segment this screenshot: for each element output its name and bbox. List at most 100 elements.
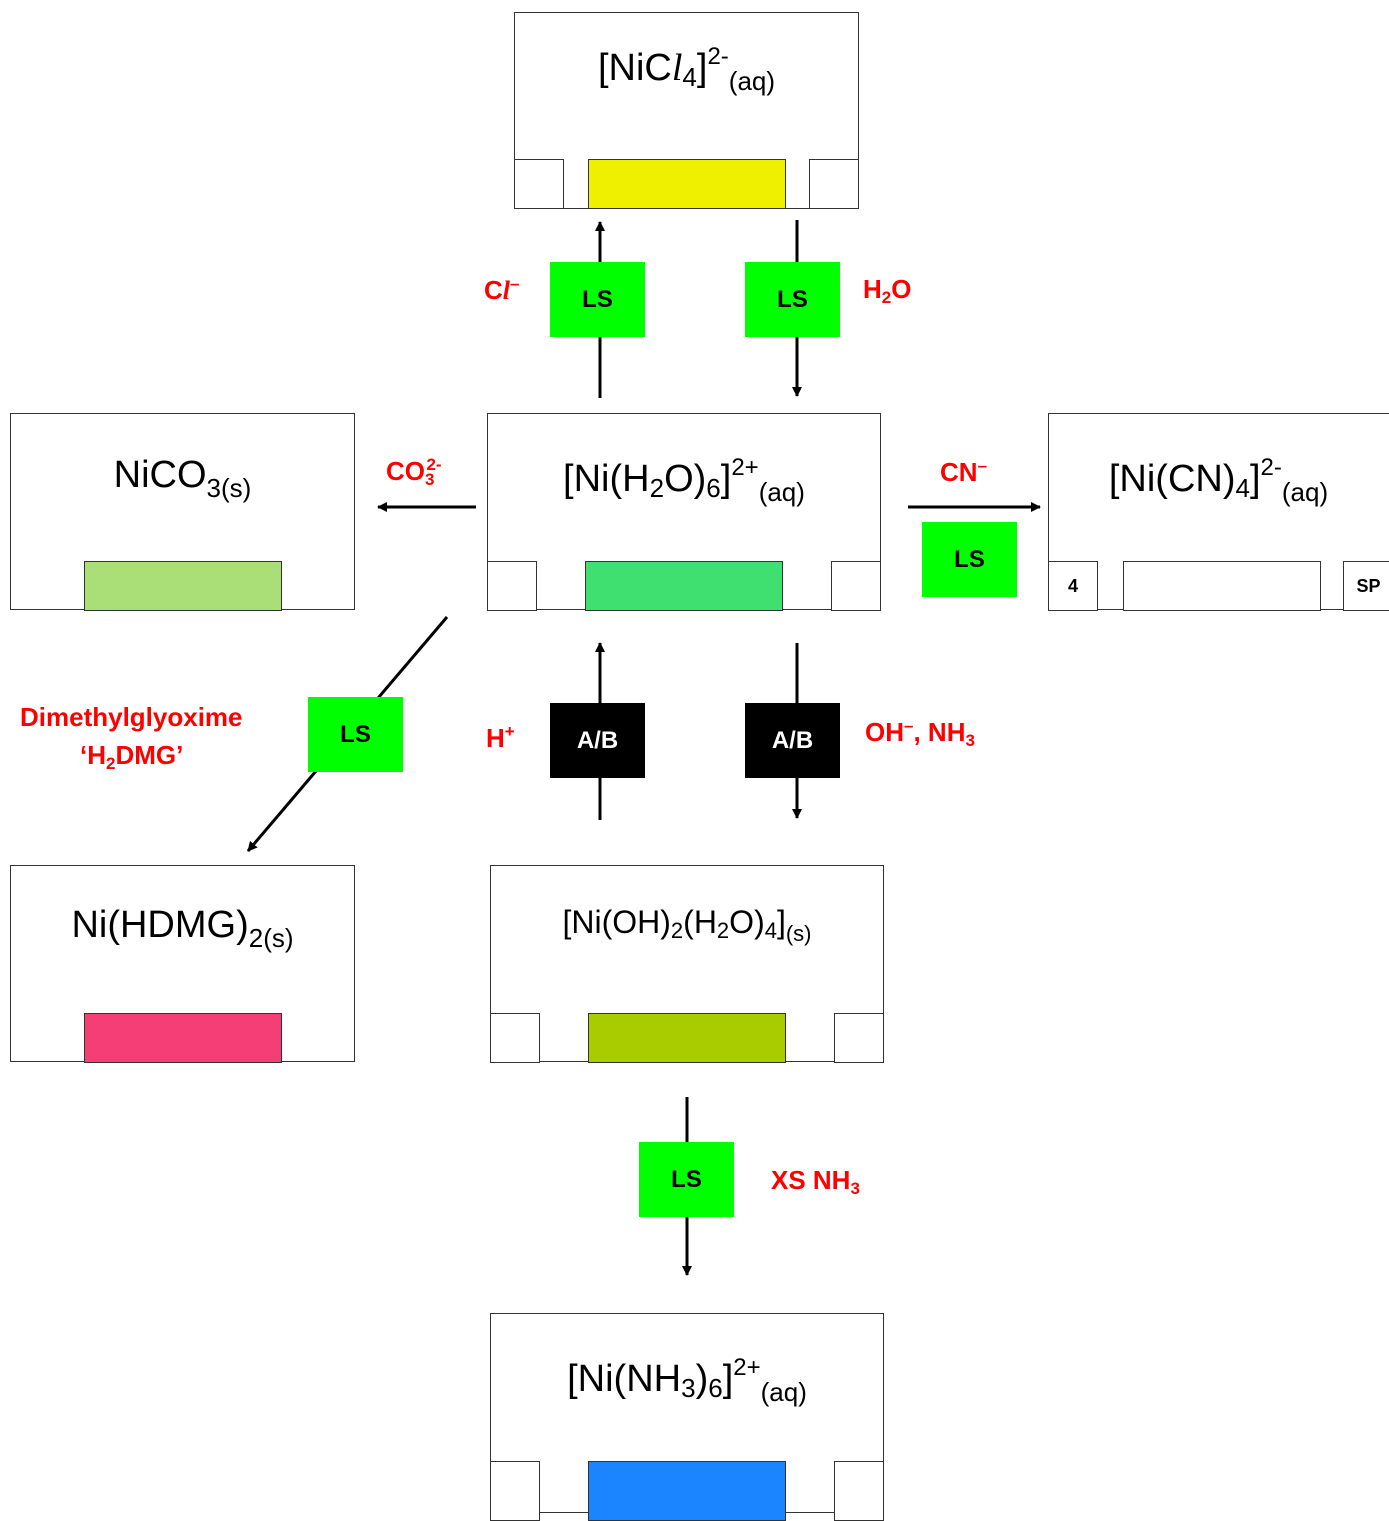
- reagent-sub: 2: [106, 754, 116, 773]
- formula-text: O): [729, 904, 765, 940]
- reagent-proton: H+: [486, 722, 515, 754]
- formula-text: ]: [720, 458, 732, 500]
- hexaaqua-box: [Ni(H2O)6]2+(aq): [487, 413, 881, 611]
- color-swatch: [1123, 561, 1321, 611]
- color-swatch: [84, 1013, 282, 1063]
- slot-right: [831, 561, 881, 611]
- reagent-chloride: Cl–: [484, 274, 519, 306]
- formula-text: ): [695, 1358, 709, 1400]
- reagent-charge: 2-: [426, 455, 442, 474]
- nicl4-box: [NiCl4]2-(aq): [514, 12, 859, 209]
- formula-charge: 2-: [707, 43, 729, 70]
- color-swatch: [84, 561, 282, 611]
- formula-sub: 4: [682, 62, 697, 92]
- ab-tag-hydroxide: A/B: [745, 703, 840, 778]
- dmg-box: Ni(HDMG)2(s): [10, 865, 355, 1063]
- slot-left: [514, 159, 564, 209]
- ammine-formula: [Ni(NH3)6]2+(aq): [491, 1354, 883, 1408]
- ls-tag-dmg: LS: [308, 697, 403, 772]
- hydroxide-box: [Ni(OH)2(H2O)4](s): [490, 865, 884, 1063]
- reagent-water: H2O: [863, 274, 911, 308]
- ab-tag-proton: A/B: [550, 703, 645, 778]
- formula-text: [Ni(NH: [567, 1358, 682, 1400]
- formula-charge: 2+: [733, 1354, 761, 1381]
- formula-sub: 4: [1235, 473, 1250, 503]
- formula-sub: 2: [649, 473, 665, 503]
- reagent-dmg-line2: ‘H2DMG’: [80, 740, 183, 774]
- reagent-text: CO: [386, 456, 425, 486]
- reagent-text: CN: [940, 457, 978, 487]
- reagent-cyanide: CN–: [940, 456, 987, 488]
- reagent-text: O: [891, 274, 912, 304]
- formula-state: (aq): [1281, 477, 1329, 507]
- slot-left: [487, 561, 537, 611]
- reagent-italic: l: [502, 276, 511, 305]
- reagent-charge: –: [510, 274, 520, 293]
- hydroxide-formula: [Ni(OH)2(H2O)4](s): [491, 904, 883, 947]
- formula-sub: 6: [708, 1373, 723, 1403]
- formula-state: (aq): [760, 1377, 807, 1407]
- formula-text: O): [664, 458, 707, 500]
- formula-text: ]: [696, 47, 708, 89]
- slot-left: [490, 1013, 540, 1063]
- formula-charge: 2-: [1260, 454, 1282, 481]
- formula-state: (aq): [758, 477, 805, 507]
- slot-right: [809, 159, 859, 209]
- formula-state: (s): [785, 921, 812, 946]
- color-swatch: [585, 561, 783, 611]
- formula-state: (aq): [728, 66, 776, 96]
- color-swatch: [588, 1013, 786, 1063]
- dmg-formula: Ni(HDMG)2(s): [11, 904, 354, 954]
- reagent-text: ‘H: [80, 740, 106, 770]
- reagent-text: XS NH: [771, 1165, 851, 1195]
- ls-tag-water: LS: [745, 262, 840, 337]
- color-swatch: [588, 1461, 786, 1521]
- carbonate-box: NiCO3(s): [10, 413, 355, 611]
- formula-state: 3(s): [206, 473, 252, 503]
- formula-sub: 3: [681, 1373, 696, 1403]
- reagent-charge: +: [504, 722, 515, 741]
- reagent-dmg-line1: Dimethylglyoxime: [20, 702, 243, 732]
- ammine-box: [Ni(NH3)6]2+(aq): [490, 1313, 884, 1521]
- formula-italic: l: [671, 47, 683, 89]
- color-swatch: [588, 159, 786, 209]
- reagent-text: H: [486, 723, 505, 753]
- slot-right: [834, 1461, 884, 1521]
- reagent-text: DMG’: [115, 740, 184, 770]
- hexaaqua-formula: [Ni(H2O)6]2+(aq): [488, 454, 880, 508]
- reagent-sub: 3: [965, 731, 975, 750]
- cyano-formula: [Ni(CN)4]2-(aq): [1049, 454, 1388, 508]
- carbonate-formula: NiCO3(s): [11, 454, 354, 504]
- formula-text: ]: [1249, 458, 1261, 500]
- formula-sub: 2: [670, 918, 684, 943]
- reagent-text: C: [484, 275, 503, 305]
- formula-text: NiCO: [113, 454, 207, 496]
- ls-tag-chloride: LS: [550, 262, 645, 337]
- cyano-box: [Ni(CN)4]2-(aq) 4 SP: [1048, 413, 1389, 611]
- reagent-text: H: [863, 274, 882, 304]
- formula-text: ]: [722, 1358, 734, 1400]
- formula-sub: 2: [716, 918, 730, 943]
- formula-text: [Ni(CN): [1108, 458, 1236, 500]
- slot-left-coordination: 4: [1048, 561, 1098, 611]
- reagent-charge: –: [977, 456, 988, 475]
- formula-text: (H: [683, 904, 717, 940]
- reagent-text: OH: [865, 717, 904, 747]
- slot-right-geometry: SP: [1343, 561, 1389, 611]
- ls-tag-cyanide: LS: [922, 522, 1017, 597]
- formula-sub: 4: [764, 918, 777, 943]
- formula-text: [NiC: [597, 47, 672, 89]
- nicl4-formula: [NiCl4]2-(aq): [515, 43, 858, 97]
- reagent-carbonate-ion: CO32-: [386, 455, 442, 490]
- formula-text: Ni(HDMG): [71, 904, 249, 946]
- formula-text: [Ni(OH): [562, 904, 671, 940]
- reagent-sub: 3: [425, 470, 435, 489]
- formula-text: [Ni(H: [563, 458, 650, 500]
- reagent-hydroxide-ammonia: OH–, NH3: [865, 716, 975, 751]
- formula-state: 2(s): [248, 923, 294, 953]
- formula-charge: 2+: [731, 454, 759, 481]
- formula-text: ]: [776, 904, 786, 940]
- slot-right: [834, 1013, 884, 1063]
- reagent-charge: –: [904, 716, 914, 735]
